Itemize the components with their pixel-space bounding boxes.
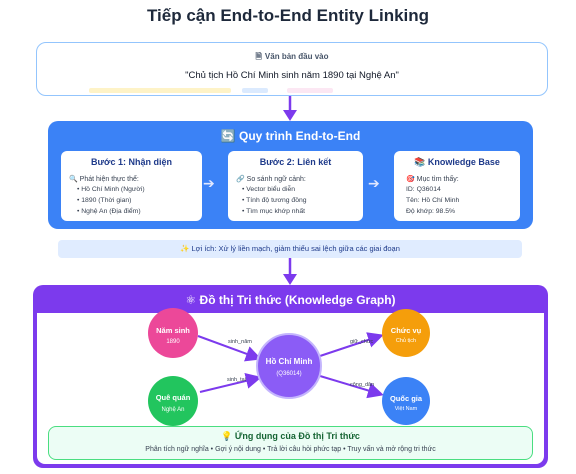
step1-title: Bước 1: Nhận diện <box>91 157 172 167</box>
node-nation <box>382 377 430 425</box>
highlight-place <box>287 88 333 93</box>
node-birth-value: 1890 <box>166 339 180 345</box>
arrow-right-icon: ➔ <box>203 175 215 191</box>
books-icon: 📚 <box>414 157 426 167</box>
process-panel: 🔄 Quy trình End-to-End Bước 1: Nhận diện… <box>48 121 533 229</box>
app-description: Phân tích ngữ nghĩa • Gợi ý nội dung • T… <box>145 446 436 453</box>
input-sentence: "Chủ tịch Hồ Chí Minh sinh năm 1890 tại … <box>185 70 399 81</box>
step2-subtitle: 🔗 So sánh ngữ cảnh: <box>236 175 306 183</box>
step2-title: Bước 2: Liên kết <box>259 157 332 167</box>
app-title: 💡 Ứng dụng của Đồ thị Tri thức <box>49 431 532 442</box>
node-birth-name: Năm sinh <box>156 326 190 335</box>
node-role-name: Chức vụ <box>391 326 422 335</box>
kg-title-text: Đồ thị Tri thức (Knowledge Graph) <box>199 293 396 307</box>
node-center-id: (Q36014) <box>276 371 301 377</box>
atom-icon: ⚛ <box>185 293 197 307</box>
link-icon: 🔗 <box>236 176 245 183</box>
edge-label-nation: công_dân <box>350 382 374 388</box>
process-title-text: Quy trình End-to-End <box>238 129 361 143</box>
highlight-hcm <box>89 88 231 93</box>
step1-item: • Nghệ An (Địa điểm) <box>77 208 141 215</box>
edge-birth <box>197 335 262 362</box>
arrow-right-icon: ➔ <box>368 175 380 191</box>
node-center-name: Hồ Chí Minh <box>266 357 313 366</box>
search-icon: 🔍 <box>69 176 78 183</box>
step1-item: • 1890 (Thời gian) <box>77 197 132 204</box>
page-title: Tiếp cận End-to-End Entity Linking <box>146 6 430 25</box>
kb-card: 📚 Knowledge Base 🎯 Mục tìm thấy: ID: Q36… <box>394 151 520 221</box>
highlight-year <box>242 88 268 93</box>
node-home-name: Quê quán <box>156 393 191 402</box>
kb-title-text: Knowledge Base <box>427 157 500 167</box>
edge-label-home: sinh_tại <box>227 377 246 383</box>
step1-card: Bước 1: Nhận diện 🔍 Phát hiện thực thể: … <box>61 151 202 221</box>
step2-item: • Vector biểu diễn <box>242 186 296 193</box>
target-icon: 🎯 <box>406 176 415 183</box>
kb-sub-text: Mục tìm thấy: <box>416 176 459 183</box>
edge-home <box>199 373 262 393</box>
node-nation-name: Quốc gia <box>390 394 423 403</box>
node-home <box>148 376 198 426</box>
app-title-text: Ứng dụng của Đồ thị Tri thức <box>234 431 360 441</box>
node-role-value: Chủ tịch <box>396 337 416 344</box>
kb-subtitle: 🎯 Mục tìm thấy: <box>406 175 459 183</box>
kb-title: 📚 Knowledge Base <box>394 157 520 168</box>
kg-title: ⚛ Đồ thị Tri thức (Knowledge Graph) <box>33 293 548 307</box>
node-role <box>382 309 430 357</box>
application-box: 💡 Ứng dụng của Đồ thị Tri thức Phân tích… <box>48 426 533 460</box>
step2-card: Bước 2: Liên kết 🔗 So sánh ngữ cảnh: • V… <box>228 151 363 221</box>
input-label-text: Văn bản đầu vào <box>264 52 329 61</box>
document-icon: 🗎 <box>255 52 262 61</box>
input-text-box: 🗎Văn bản đầu vào "Chủ tịch Hồ Chí Minh s… <box>36 42 548 96</box>
node-nation-value: Việt Nam <box>395 406 418 412</box>
step1-subtitle: 🔍 Phát hiện thực thể: <box>69 175 139 183</box>
step1-sub-text: Phát hiện thực thể: <box>79 176 139 183</box>
process-title: 🔄 Quy trình End-to-End <box>48 129 533 143</box>
edge-label-birth: sinh_năm <box>228 339 252 345</box>
node-center <box>256 333 322 399</box>
step2-item: • Tìm mục khớp nhất <box>242 208 305 215</box>
flow-arrow-1 <box>283 96 297 121</box>
edge-role <box>319 332 384 357</box>
kb-item: Độ khớp: 98.5% <box>406 208 456 215</box>
edge-label-role: giữ_chức <box>350 339 374 345</box>
lightbulb-icon: 💡 <box>221 431 233 441</box>
benefit-banner: ✨ Lợi ích: Xử lý liền mạch, giảm thiểu s… <box>58 240 522 258</box>
node-home-value: Nghệ An <box>161 407 184 413</box>
step2-item: • Tính độ tương đồng <box>242 197 307 204</box>
edge-nation <box>319 375 384 399</box>
node-birth <box>148 308 198 358</box>
kb-item: Tên: Hồ Chí Minh <box>406 197 460 204</box>
step2-sub-text: So sánh ngữ cảnh: <box>246 176 306 183</box>
flow-arrow-2 <box>283 258 297 285</box>
refresh-icon: 🔄 <box>220 129 236 143</box>
input-label: 🗎Văn bản đầu vào <box>37 51 547 65</box>
step1-item: • Hồ Chí Minh (Người) <box>77 186 145 193</box>
kb-item: ID: Q36014 <box>406 186 441 193</box>
